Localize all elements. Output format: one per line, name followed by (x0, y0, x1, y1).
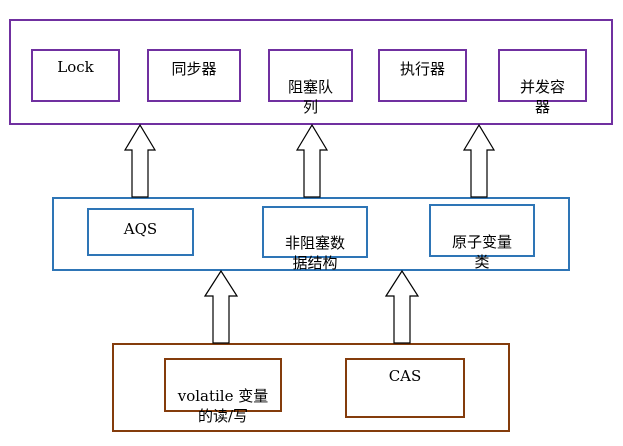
up-arrow-icon (295, 123, 329, 198)
aqs-label: AQS (123, 220, 158, 238)
cas-label: CAS (388, 367, 422, 385)
volatile-rw-box: volatile 变量 的读/写 (164, 358, 282, 425)
blocking-queue-label: 阻塞队 列 (287, 78, 333, 116)
concurrent-container-box: 并发容 器 (498, 49, 587, 116)
non-blocking-ds-label: 非阻塞数 据结构 (284, 234, 345, 272)
up-arrow-icon (462, 123, 496, 198)
up-arrow-icon (123, 123, 157, 198)
blocking-queue-box: 阻塞队 列 (268, 49, 353, 116)
atomic-variable-label: 原子变量 类 (451, 233, 512, 271)
synchronizer-box: 同步器 (147, 49, 241, 102)
aqs-box: AQS (87, 208, 194, 256)
executor-box: 执行器 (378, 49, 467, 102)
cas-box: CAS (345, 358, 465, 418)
lock-box: Lock (31, 49, 120, 102)
non-blocking-ds-box: 非阻塞数 据结构 (262, 206, 368, 272)
executor-label: 执行器 (399, 60, 445, 78)
up-arrow-icon (203, 269, 239, 344)
lock-label: Lock (57, 58, 94, 76)
concurrent-container-label: 并发容 器 (519, 78, 565, 116)
atomic-variable-box: 原子变量 类 (429, 204, 535, 271)
up-arrow-icon (384, 269, 420, 344)
synchronizer-label: 同步器 (171, 60, 217, 78)
volatile-rw-label: volatile 变量 的读/写 (177, 387, 269, 425)
